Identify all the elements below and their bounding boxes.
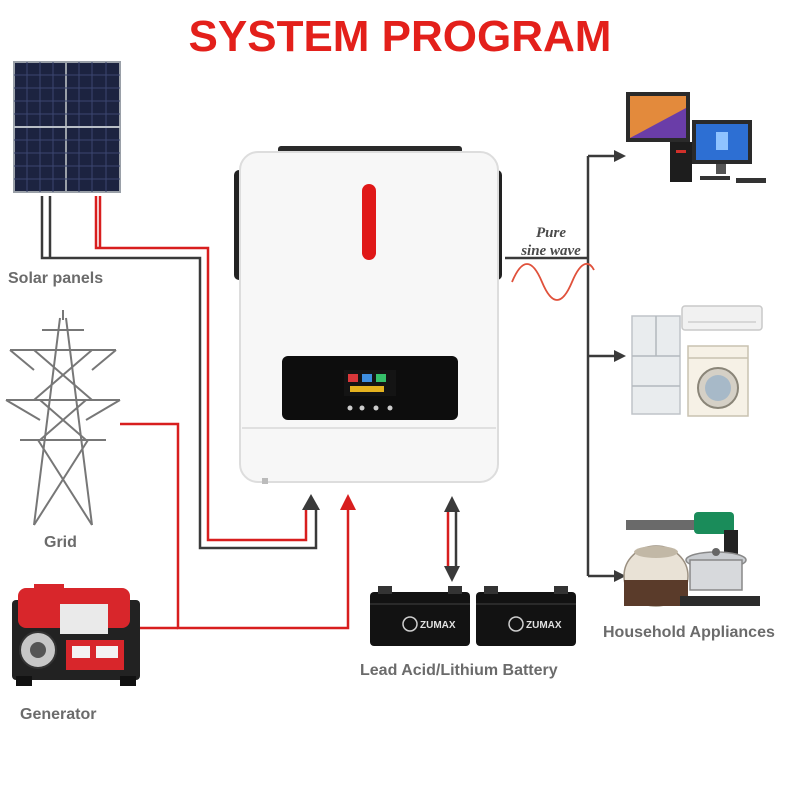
solar-panel-icon (13, 61, 121, 193)
transmission-tower-icon (5, 310, 121, 526)
pot-icon (680, 548, 760, 606)
computer-icon (626, 92, 766, 183)
generator-icon (12, 584, 140, 686)
wave-label-line2: sine wave (521, 243, 581, 259)
battery-icon: ZUMAX ZUMAX (370, 586, 576, 646)
page-title: SYSTEM PROGRAM (188, 12, 612, 61)
battery-label: Lead Acid/Lithium Battery (360, 662, 558, 679)
battery-brand-2: ZUMAX (526, 620, 562, 631)
generator-label: Generator (20, 706, 97, 723)
grid-label: Grid (44, 534, 77, 551)
battery-connection (444, 496, 460, 582)
solar-panels-label: Solar panels (8, 270, 104, 287)
power-tool-icon (626, 512, 742, 566)
refrigerator-icon (631, 315, 681, 415)
rice-cooker-icon (623, 545, 689, 607)
battery-brand-1: ZUMAX (420, 620, 456, 631)
inverter-icon (234, 146, 502, 484)
pure-sine-wave-label: Pure sine wave (506, 224, 596, 260)
household-appliances-label: Household Appliances (603, 624, 775, 641)
wave-label-line1: Pure (536, 225, 566, 241)
sine-wave-icon (511, 263, 595, 301)
washing-machine-icon (687, 345, 749, 417)
solar-connection (40, 196, 320, 550)
air-conditioner-icon (681, 305, 763, 331)
output-connection (505, 150, 626, 582)
